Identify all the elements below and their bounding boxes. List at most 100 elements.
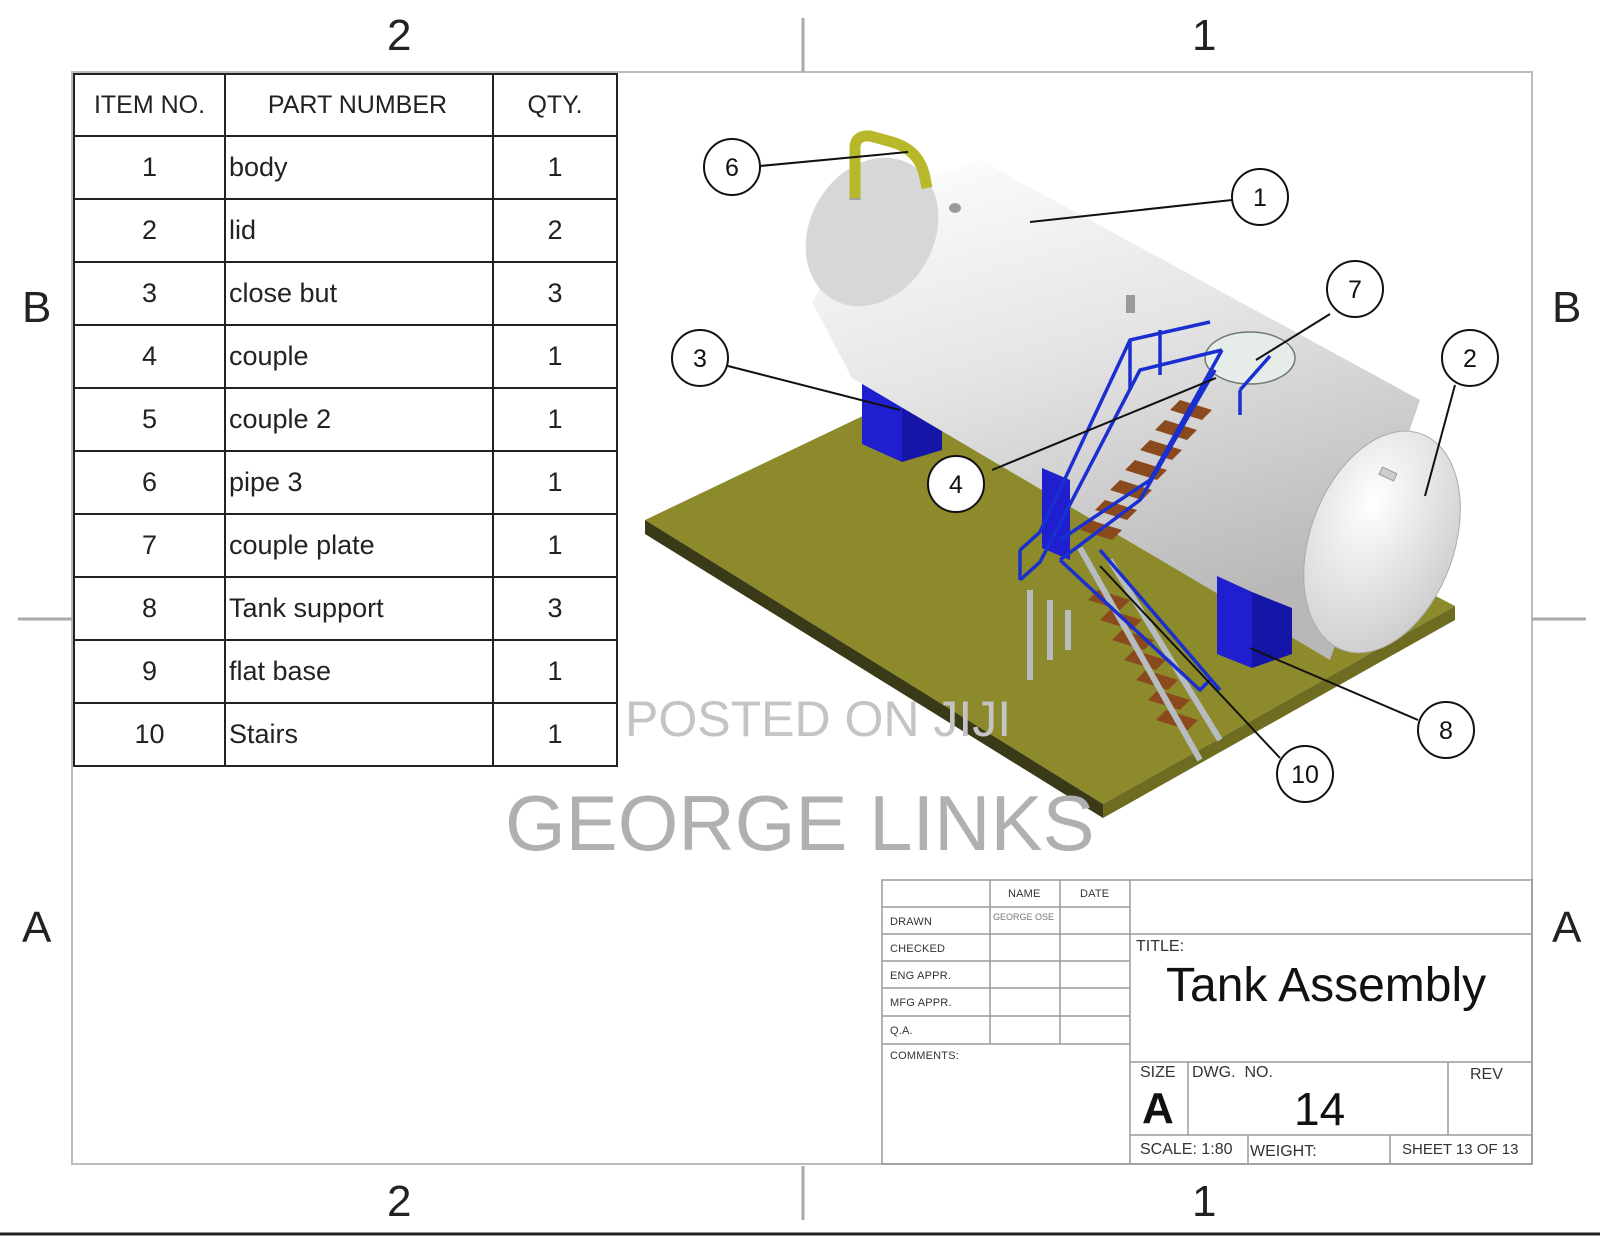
bom-item: 7 <box>73 513 226 578</box>
watermark-posted-on-jiji: POSTED ON JIJI <box>625 691 1012 747</box>
bom-part: body <box>224 135 494 200</box>
bom-part: couple plate <box>224 513 494 578</box>
bom-item: 5 <box>73 387 226 452</box>
bom-item: 10 <box>73 702 226 767</box>
zone-top-1: 1 <box>1192 11 1217 60</box>
zone-right-A: A <box>1552 903 1582 952</box>
bom-item: 9 <box>73 639 226 704</box>
tb-size: A <box>1142 1084 1174 1133</box>
tb-dwg-label: DWG. NO. <box>1192 1064 1273 1081</box>
svg-text:7: 7 <box>1348 276 1362 304</box>
bom-item: 4 <box>73 324 226 389</box>
tb-dwg-no: 14 <box>1294 1083 1346 1135</box>
bom-item: 6 <box>73 450 226 515</box>
bom-qty: 1 <box>492 450 618 515</box>
callout-7: 7 <box>1326 260 1384 318</box>
zone-top-2: 2 <box>387 11 412 60</box>
tb-drawn-name: GEORGE OSE <box>993 912 1055 922</box>
bom-qty: 1 <box>492 513 618 578</box>
bom-part: couple <box>224 324 494 389</box>
bom-item: 8 <box>73 576 226 641</box>
svg-text:2: 2 <box>1463 345 1477 373</box>
bom-item: 2 <box>73 198 226 263</box>
zone-right-B: B <box>1552 283 1582 332</box>
tb-scale: SCALE: 1:80 <box>1140 1141 1233 1158</box>
pipe <box>849 130 933 200</box>
tb-row-qa: Q.A. <box>890 1025 913 1037</box>
tb-sheet: SHEET 13 OF 13 <box>1402 1141 1519 1158</box>
tb-size-label: SIZE <box>1140 1064 1176 1081</box>
bom-header-part: PART NUMBER <box>224 73 494 137</box>
bom-header-qty: QTY. <box>492 73 618 137</box>
callout-10: 10 <box>1276 745 1334 803</box>
bom-item: 1 <box>73 135 226 200</box>
bom-qty: 1 <box>492 135 618 200</box>
bom-header-item: ITEM NO. <box>73 73 226 137</box>
bom-part: close but <box>224 261 494 326</box>
couple-plate <box>1204 331 1296 385</box>
tb-col-name: NAME <box>1008 888 1041 900</box>
bom-header-row: ITEM NO. PART NUMBER QTY. <box>73 73 618 137</box>
callout-leaders <box>727 151 1456 759</box>
bom-qty: 1 <box>492 639 618 704</box>
svg-text:8: 8 <box>1439 717 1453 745</box>
zone-bottom-2: 2 <box>387 1177 412 1226</box>
svg-text:3: 3 <box>693 345 707 373</box>
tb-row-checked: CHECKED <box>890 943 946 955</box>
svg-text:10: 10 <box>1291 761 1319 789</box>
tb-title: Tank Assembly <box>1166 959 1487 1012</box>
bom-item: 3 <box>73 261 226 326</box>
bom-part: pipe 3 <box>224 450 494 515</box>
callout-1: 1 <box>1231 168 1289 226</box>
watermark-george-links: GEORGE LINKS <box>505 779 1095 867</box>
zone-left-A: A <box>22 903 52 952</box>
tb-row-mfg-appr: MFG APPR. <box>890 997 952 1009</box>
tank-support <box>1042 468 1292 668</box>
bom-part: lid <box>224 198 494 263</box>
bom-qty: 3 <box>492 261 618 326</box>
callout-2: 2 <box>1441 329 1499 387</box>
callout-balloons: 6 1 7 3 2 4 8 <box>671 138 1499 803</box>
tb-title-label: TITLE: <box>1136 938 1185 955</box>
bom-part: Tank support <box>224 576 494 641</box>
svg-text:1: 1 <box>1253 184 1267 212</box>
bom-qty: 1 <box>492 324 618 389</box>
tank-body <box>805 157 1461 660</box>
tb-rev-label: REV <box>1470 1066 1503 1083</box>
svg-text:4: 4 <box>949 471 963 499</box>
tb-row-eng-appr: ENG APPR. <box>890 970 952 982</box>
zone-left-B: B <box>22 283 52 332</box>
bom-qty: 1 <box>492 387 618 452</box>
bom-qty: 2 <box>492 198 618 263</box>
zone-bottom-1: 1 <box>1192 1177 1217 1226</box>
stairs <box>1018 320 1272 762</box>
flat-base <box>645 360 1455 818</box>
tb-comments: COMMENTS: <box>890 1050 960 1062</box>
callout-8: 8 <box>1417 701 1475 759</box>
bom-qty: 1 <box>492 702 618 767</box>
title-block-grid <box>881 879 1533 1165</box>
bom-part: Stairs <box>224 702 494 767</box>
bom-part: flat base <box>224 639 494 704</box>
callout-4: 4 <box>927 455 985 513</box>
callout-6: 6 <box>703 138 761 196</box>
bom-part: couple 2 <box>224 387 494 452</box>
tb-weight: WEIGHT: <box>1250 1143 1317 1160</box>
callout-3: 3 <box>671 329 729 387</box>
tb-row-drawn: DRAWN <box>890 916 933 928</box>
bom-qty: 3 <box>492 576 618 641</box>
